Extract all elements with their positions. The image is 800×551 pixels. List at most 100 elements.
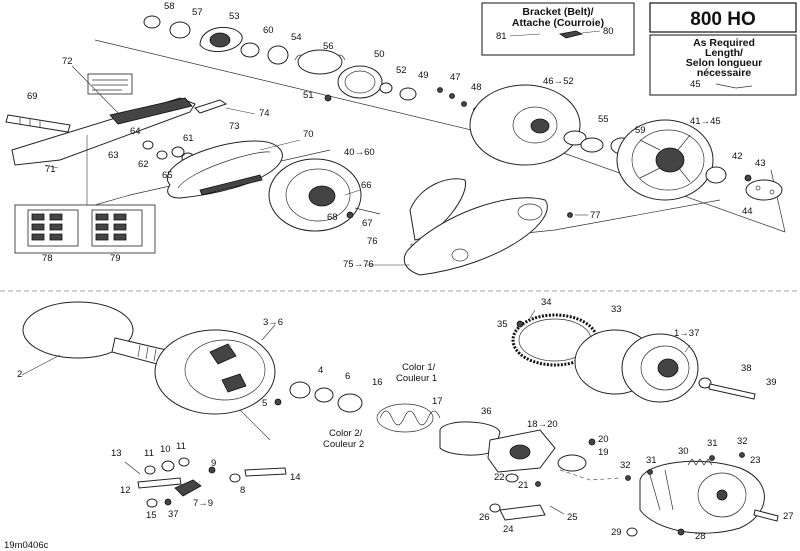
shaft-14 bbox=[244, 467, 287, 477]
callout-c56: 56 bbox=[323, 41, 334, 52]
callout-c36: 36 bbox=[481, 406, 492, 417]
screw-20 bbox=[588, 438, 596, 446]
housing-23 bbox=[639, 460, 765, 534]
ring-6 bbox=[314, 387, 334, 403]
callout-c43: 43 bbox=[755, 158, 766, 169]
callout-c24: 24 bbox=[503, 524, 514, 535]
callout-c64: 64 bbox=[130, 126, 141, 137]
callout-c69: 69 bbox=[27, 91, 38, 102]
washer-15 bbox=[146, 498, 158, 508]
callout-c47: 47 bbox=[450, 72, 461, 83]
callout-c65: 65 bbox=[162, 170, 173, 181]
warning-decal-72 bbox=[87, 73, 133, 95]
callout-c7: 7→9 bbox=[193, 498, 213, 509]
length-box-line-2: Length/ bbox=[705, 47, 743, 59]
callout-c35: 35 bbox=[497, 319, 508, 330]
callout-c17: 17 bbox=[432, 396, 443, 407]
callout-c15: 15 bbox=[146, 510, 157, 521]
callout-c11b: 11 bbox=[176, 441, 186, 452]
footer-code: 19m0406c bbox=[4, 540, 49, 551]
callout-c3: 3→6 bbox=[263, 317, 283, 328]
callout-c62: 62 bbox=[138, 159, 149, 170]
screw-51 bbox=[324, 94, 332, 102]
callout-c67: 67 bbox=[362, 218, 373, 229]
callout-c66: 66 bbox=[361, 180, 372, 191]
bracket-box-title-1: Bracket (Belt)/ bbox=[522, 6, 593, 18]
bolt-27 bbox=[753, 509, 779, 522]
length-box-frame bbox=[649, 34, 797, 96]
callout-c54: 54 bbox=[291, 32, 302, 43]
callout-c73: 73 bbox=[229, 121, 240, 132]
screw-21 bbox=[535, 481, 541, 487]
callout-c31b: 31 bbox=[646, 455, 657, 466]
belt-bracket-icon bbox=[558, 30, 584, 39]
screw-35 bbox=[516, 320, 524, 328]
callout-c42: 42 bbox=[732, 151, 743, 162]
callout-c75: 75→76 bbox=[343, 259, 374, 270]
callout-c52: 52 bbox=[396, 65, 407, 76]
bushing-8 bbox=[229, 473, 241, 483]
ring-4 bbox=[289, 381, 311, 399]
callout-c70: 70 bbox=[303, 129, 314, 140]
screw-68 bbox=[346, 211, 354, 219]
length-box-line-4: nécessaire bbox=[697, 67, 751, 79]
weight-7 bbox=[174, 479, 202, 497]
shaft-69 bbox=[5, 114, 71, 133]
callout-c23: 23 bbox=[750, 455, 761, 466]
callout-c78: 78 bbox=[42, 253, 53, 264]
pin-13 bbox=[124, 461, 141, 475]
callout-c51: 51 bbox=[303, 90, 314, 101]
color-label-col2a: Color 2/ bbox=[329, 428, 363, 439]
bracket-part-80: 80 bbox=[603, 26, 614, 37]
callout-c33: 33 bbox=[611, 304, 622, 315]
cap-19 bbox=[557, 454, 587, 472]
callout-c68: 68 bbox=[327, 212, 338, 223]
bracket-24 bbox=[499, 504, 546, 521]
washer-58 bbox=[143, 15, 161, 29]
sheave-46 bbox=[469, 84, 581, 166]
ring-42 bbox=[705, 166, 727, 184]
callout-c37: 37 bbox=[168, 509, 179, 520]
callout-c10: 10 bbox=[160, 444, 171, 455]
callout-c38: 38 bbox=[741, 363, 752, 374]
callout-c14: 14 bbox=[290, 472, 301, 483]
washer-55 bbox=[563, 130, 587, 146]
length-box-line-1: As Required bbox=[693, 37, 755, 49]
callout-c74: 74 bbox=[259, 108, 270, 119]
pin-67 bbox=[354, 207, 381, 215]
color-label-col2b: Couleur 2 bbox=[323, 439, 364, 450]
bolt-39 bbox=[708, 383, 756, 400]
washer-29 bbox=[626, 527, 638, 537]
belt-guard-ribs bbox=[109, 97, 193, 125]
model-badge-frame bbox=[649, 2, 797, 33]
callout-c58: 58 bbox=[164, 1, 175, 12]
length-box-line-3: Selon longueur bbox=[686, 57, 762, 69]
callout-c41: 41→45 bbox=[690, 116, 721, 127]
envelope-right-edge bbox=[770, 169, 786, 233]
callout-c18: 18→20 bbox=[527, 419, 558, 430]
callout-c76: 76 bbox=[367, 236, 378, 247]
callout-c60: 60 bbox=[263, 25, 274, 36]
callout-c61: 61 bbox=[183, 133, 194, 144]
callout-c11a: 11 bbox=[144, 448, 154, 459]
callout-c9a: 9 bbox=[211, 458, 216, 469]
washer-22 bbox=[505, 473, 519, 483]
bushing-11 bbox=[144, 465, 156, 475]
drive-belt-70 bbox=[166, 140, 283, 199]
guard-bracket-73 bbox=[194, 99, 228, 114]
callout-c48: 48 bbox=[471, 82, 482, 93]
callout-c44: 44 bbox=[742, 206, 753, 217]
washer-61 bbox=[171, 146, 185, 158]
callout-c2: 2 bbox=[17, 369, 22, 380]
callout-c32a: 32 bbox=[737, 436, 748, 447]
callout-c49: 49 bbox=[418, 70, 429, 81]
callout-c39: 39 bbox=[766, 377, 777, 388]
callout-c59: 59 bbox=[635, 125, 646, 136]
model-badge: 800 HO bbox=[690, 9, 755, 30]
callout-c32b: 32 bbox=[620, 460, 631, 471]
cable-tie-icon bbox=[715, 83, 753, 89]
ring-60 bbox=[240, 42, 260, 58]
callout-c57: 57 bbox=[192, 7, 203, 18]
